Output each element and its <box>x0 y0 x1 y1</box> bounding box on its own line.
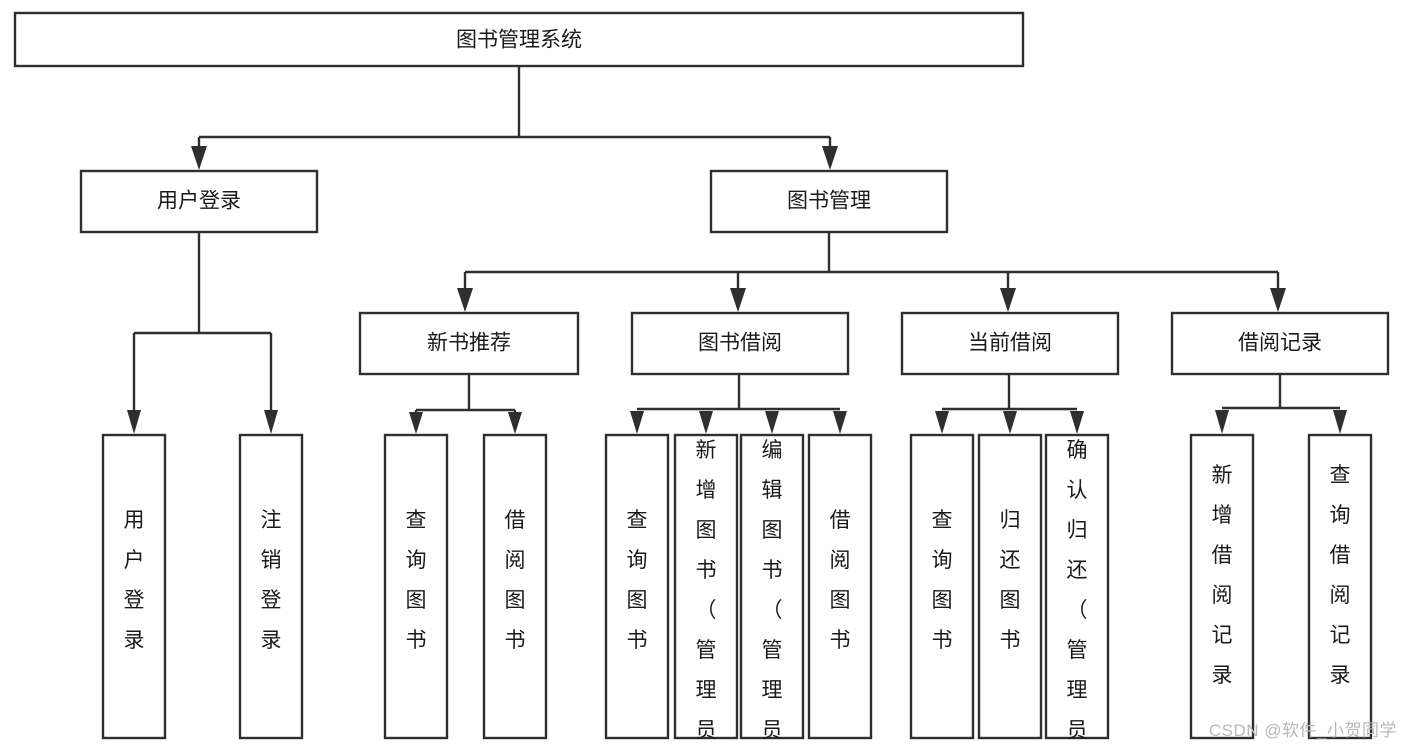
arrow-head-leaf-borrow-book-2 <box>833 411 847 434</box>
node-book-borrow[interactable]: 图书借阅 <box>630 311 850 376</box>
node-leaf-borrow-book-2-label: 借阅图书 <box>830 509 851 652</box>
node-user-login[interactable]: 用户登录 <box>79 169 319 234</box>
arrow-head-leaf-query-borrow-record <box>1333 410 1347 434</box>
node-root-label: 图书管理系统 <box>456 29 582 52</box>
node-leaf-add-borrow-record-box <box>1189 433 1255 740</box>
node-leaf-user-login-box <box>101 433 167 740</box>
node-leaf-return-book-label: 归还图书 <box>1000 509 1021 652</box>
arrow-head-leaf-query-book-2 <box>630 411 644 434</box>
node-leaf-query-book-1-label: 查询图书 <box>406 509 427 652</box>
node-leaf-borrow-book-1-label: 借阅图书 <box>505 509 526 652</box>
node-leaf-query-book-3-box <box>909 433 975 740</box>
node-borrow-record[interactable]: 借阅记录 <box>1170 311 1390 376</box>
node-leaf-query-book-2[interactable]: 查询图书 <box>604 433 670 740</box>
node-leaf-query-book-3-label: 查询图书 <box>932 509 953 652</box>
node-leaf-query-book-1-box <box>383 433 449 740</box>
node-borrow-record-label: 借阅记录 <box>1238 332 1322 355</box>
node-leaf-confirm-return-admin-label: 确认归还（管理员） <box>1067 439 1088 747</box>
node-user-login-label: 用户登录 <box>157 190 241 213</box>
node-leaf-logout-login-box <box>238 433 304 740</box>
arrow-head-new-book-recommend <box>457 288 473 312</box>
arrow-head-leaf-add-book-admin <box>699 411 713 434</box>
arrow-head-user-login <box>191 146 207 170</box>
node-leaf-add-book-admin[interactable]: 新增图书（管理员） <box>673 433 739 747</box>
node-current-borrow-label: 当前借阅 <box>968 332 1052 355</box>
node-leaf-query-book-2-label: 查询图书 <box>627 509 648 652</box>
node-new-book-recommend[interactable]: 新书推荐 <box>358 311 580 376</box>
node-leaf-logout-login[interactable]: 注销登录 <box>238 433 304 740</box>
node-current-borrow-box <box>900 311 1120 376</box>
node-leaf-edit-book-admin-label: 编辑图书（管理员） <box>762 439 783 747</box>
arrow-head-leaf-logout-login <box>264 410 278 434</box>
node-leaf-return-book[interactable]: 归还图书 <box>977 433 1043 740</box>
node-leaf-borrow-book-2[interactable]: 借阅图书 <box>807 433 873 740</box>
node-leaf-add-book-admin-box <box>673 433 739 740</box>
node-current-borrow[interactable]: 当前借阅 <box>900 311 1120 376</box>
node-user-login-box <box>79 169 319 234</box>
node-leaf-user-login[interactable]: 用户登录 <box>101 433 167 740</box>
node-leaf-user-login-label: 用户登录 <box>124 509 145 652</box>
node-leaf-edit-book-admin-box <box>739 433 805 740</box>
node-leaf-borrow-book-1[interactable]: 借阅图书 <box>482 433 548 740</box>
node-leaf-query-book-3[interactable]: 查询图书 <box>909 433 975 740</box>
node-leaf-return-book-box <box>977 433 1043 740</box>
csdn-watermark: CSDN @软件_小贺同学 <box>1208 721 1397 740</box>
arrow-head-leaf-query-book-1 <box>409 412 423 434</box>
leaf-nodes-layer: 用户登录 注销登录 查询图书 借阅图书 查询图书 新增图书（管理员） <box>101 433 1373 747</box>
node-leaf-add-borrow-record-label: 新增借阅记录 <box>1212 464 1233 687</box>
node-new-book-recommend-label: 新书推荐 <box>427 332 511 355</box>
node-book-manage-box <box>709 169 949 234</box>
arrow-head-leaf-user-login <box>127 410 141 434</box>
node-leaf-add-book-admin-label: 新增图书（管理员） <box>696 439 717 747</box>
node-new-book-recommend-box <box>358 311 580 376</box>
node-root-box <box>13 11 1025 68</box>
arrow-head-leaf-borrow-book-1 <box>508 412 522 434</box>
node-leaf-query-borrow-record-box <box>1307 433 1373 740</box>
arrow-head-borrow-record <box>1270 288 1286 312</box>
node-book-borrow-box <box>630 311 850 376</box>
arrow-head-current-borrow <box>1000 288 1016 312</box>
arrow-head-leaf-confirm-return-admin <box>1070 411 1084 434</box>
node-leaf-add-borrow-record[interactable]: 新增借阅记录 <box>1189 433 1255 740</box>
node-leaf-query-book-1[interactable]: 查询图书 <box>383 433 449 740</box>
node-leaf-edit-book-admin[interactable]: 编辑图书（管理员） <box>739 433 805 747</box>
node-book-manage-label: 图书管理 <box>787 190 871 213</box>
connector-layer <box>127 66 1347 434</box>
node-leaf-confirm-return-admin[interactable]: 确认归还（管理员） <box>1044 433 1110 747</box>
arrow-head-book-manage <box>822 146 838 170</box>
node-leaf-logout-login-label: 注销登录 <box>261 509 282 652</box>
arrow-head-leaf-edit-book-admin <box>765 411 779 434</box>
node-leaf-query-borrow-record-label: 查询借阅记录 <box>1330 464 1351 687</box>
node-borrow-record-box <box>1170 311 1390 376</box>
node-leaf-query-borrow-record[interactable]: 查询借阅记录 <box>1307 433 1373 740</box>
node-book-borrow-label: 图书借阅 <box>698 332 782 355</box>
node-leaf-borrow-book-2-box <box>807 433 873 740</box>
arrow-head-book-borrow <box>730 288 746 312</box>
arrow-head-leaf-return-book <box>1003 411 1017 434</box>
node-book-manage[interactable]: 图书管理 <box>709 169 949 234</box>
arrow-head-leaf-add-borrow-record <box>1215 410 1229 434</box>
node-leaf-borrow-book-1-box <box>482 433 548 740</box>
node-leaf-confirm-return-admin-box <box>1044 433 1110 740</box>
arrow-head-leaf-query-book-3 <box>935 411 949 434</box>
node-root-book-management-system[interactable]: 图书管理系统 <box>13 11 1025 68</box>
node-leaf-query-book-2-box <box>604 433 670 740</box>
